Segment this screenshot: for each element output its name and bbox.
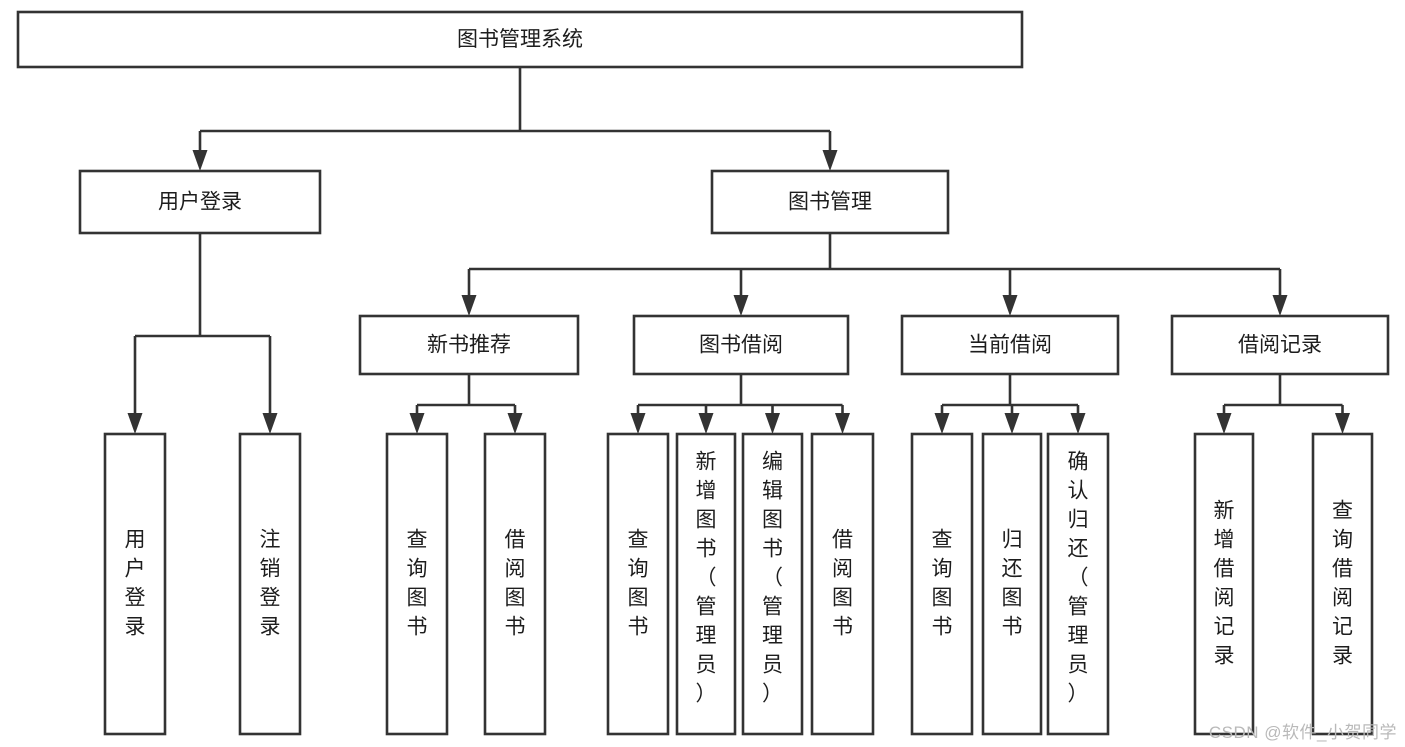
node-label-current-borrow: 当前借阅 (968, 334, 1052, 357)
arrow-head-icon (765, 413, 780, 434)
node-leaf-user-login[interactable]: 用户登录 (103, 432, 167, 736)
node-label-new-book-rec: 新书推荐 (427, 334, 511, 357)
node-box-leaf-add-borrow-record[interactable] (1193, 432, 1255, 736)
node-box-leaf-logout[interactable] (238, 432, 302, 736)
arrow-head-icon (1070, 413, 1086, 434)
node-box-leaf-add-book-admin[interactable] (675, 432, 737, 736)
node-box-user-login[interactable] (78, 169, 322, 235)
arrow-head-icon (461, 295, 477, 316)
arrow-head-icon (934, 413, 950, 434)
csdn-watermark: CSDN @软件_小贺同学 (1208, 723, 1397, 742)
node-box-leaf-edit-book-admin[interactable] (741, 432, 804, 736)
node-box-leaf-query-book-1[interactable] (385, 432, 449, 736)
connector-group-c-book-borrow (630, 374, 850, 434)
arrow-head-icon (192, 150, 208, 171)
node-layer: 图书管理系统用户登录图书管理新书推荐图书借阅当前借阅借阅记录用户登录注销登录查询… (16, 10, 1390, 736)
node-label-leaf-query-book-2: 查询图书 (628, 528, 649, 638)
node-root[interactable]: 图书管理系统 (16, 10, 1024, 69)
node-leaf-add-borrow-record[interactable]: 新增借阅记录 (1193, 432, 1255, 736)
connector-group-c-root (192, 67, 838, 171)
node-box-leaf-query-borrow-record[interactable] (1311, 432, 1374, 736)
node-book-borrow[interactable]: 图书借阅 (632, 314, 850, 376)
connector-group-c-current-borrow (934, 374, 1086, 434)
arrow-head-icon (733, 295, 749, 316)
node-leaf-logout[interactable]: 注销登录 (238, 432, 302, 736)
node-box-book-borrow[interactable] (632, 314, 850, 376)
node-label-leaf-logout: 注销登录 (260, 528, 281, 638)
node-label-leaf-query-book-3: 查询图书 (932, 528, 953, 638)
node-box-borrow-record[interactable] (1170, 314, 1390, 376)
arrow-head-icon (1335, 413, 1350, 434)
connector-group-c-borrow-record (1216, 374, 1350, 434)
node-box-new-book-rec[interactable] (358, 314, 580, 376)
node-borrow-record[interactable]: 借阅记录 (1170, 314, 1390, 376)
node-leaf-query-book-1[interactable]: 查询图书 (385, 432, 449, 736)
arrow-head-icon (262, 413, 278, 434)
connector-group-c-new-book-rec (409, 374, 523, 434)
node-label-leaf-borrow-book-2: 借阅图书 (832, 528, 853, 638)
node-new-book-rec[interactable]: 新书推荐 (358, 314, 580, 376)
node-leaf-return-book[interactable]: 归还图书 (981, 432, 1043, 736)
node-leaf-edit-book-admin[interactable]: 编辑图书（管理员） (741, 432, 804, 736)
node-label-book-borrow: 图书借阅 (699, 334, 783, 357)
arrow-head-icon (507, 413, 523, 434)
node-leaf-confirm-return-admin[interactable]: 确认归还（管理员） (1046, 432, 1110, 736)
node-leaf-query-book-3[interactable]: 查询图书 (910, 432, 974, 736)
connector-layer (127, 67, 1350, 434)
node-box-current-borrow[interactable] (900, 314, 1120, 376)
node-box-leaf-query-book-2[interactable] (606, 432, 670, 736)
node-user-login[interactable]: 用户登录 (78, 169, 322, 235)
node-label-root: 图书管理系统 (457, 28, 583, 51)
node-label-leaf-query-book-1: 查询图书 (407, 528, 428, 638)
node-label-user-login: 用户登录 (158, 191, 242, 214)
arrow-head-icon (630, 413, 646, 434)
node-label-book-manage: 图书管理 (788, 191, 872, 214)
arrow-head-icon (698, 413, 714, 434)
node-leaf-borrow-book-2[interactable]: 借阅图书 (810, 432, 875, 736)
node-box-leaf-confirm-return-admin[interactable] (1046, 432, 1110, 736)
arrow-head-icon (127, 413, 143, 434)
node-label-leaf-query-borrow-record: 查询借阅记录 (1332, 499, 1353, 667)
node-box-root[interactable] (16, 10, 1024, 69)
node-box-book-manage[interactable] (710, 169, 950, 235)
node-leaf-query-borrow-record[interactable]: 查询借阅记录 (1311, 432, 1374, 736)
arrow-head-icon (1002, 295, 1018, 316)
node-leaf-add-book-admin[interactable]: 新增图书（管理员） (675, 432, 737, 736)
node-label-leaf-edit-book-admin: 编辑图书（管理员） (762, 450, 783, 705)
node-book-manage[interactable]: 图书管理 (710, 169, 950, 235)
node-label-leaf-user-login: 用户登录 (125, 528, 146, 638)
node-label-leaf-add-book-admin: 新增图书（管理员） (696, 450, 717, 705)
connector-group-c-user-login (127, 233, 278, 434)
arrow-head-icon (835, 413, 850, 434)
arrow-head-icon (1004, 413, 1020, 434)
arrow-head-icon (409, 413, 425, 434)
node-box-leaf-borrow-book-2[interactable] (810, 432, 875, 736)
arrow-head-icon (1216, 413, 1232, 434)
node-box-leaf-user-login[interactable] (103, 432, 167, 736)
arrow-head-icon (822, 150, 838, 171)
node-current-borrow[interactable]: 当前借阅 (900, 314, 1120, 376)
arrow-head-icon (1272, 295, 1288, 316)
node-box-leaf-return-book[interactable] (981, 432, 1043, 736)
node-label-leaf-confirm-return-admin: 确认归还（管理员） (1068, 450, 1089, 705)
node-leaf-borrow-book-1[interactable]: 借阅图书 (483, 432, 547, 736)
node-leaf-query-book-2[interactable]: 查询图书 (606, 432, 670, 736)
node-box-leaf-query-book-3[interactable] (910, 432, 974, 736)
node-box-leaf-borrow-book-1[interactable] (483, 432, 547, 736)
node-label-borrow-record: 借阅记录 (1238, 334, 1322, 357)
node-label-leaf-add-borrow-record: 新增借阅记录 (1214, 499, 1235, 667)
node-label-leaf-return-book: 归还图书 (1002, 528, 1023, 638)
node-label-leaf-borrow-book-1: 借阅图书 (505, 528, 526, 638)
connector-group-c-book-manage (461, 233, 1288, 316)
